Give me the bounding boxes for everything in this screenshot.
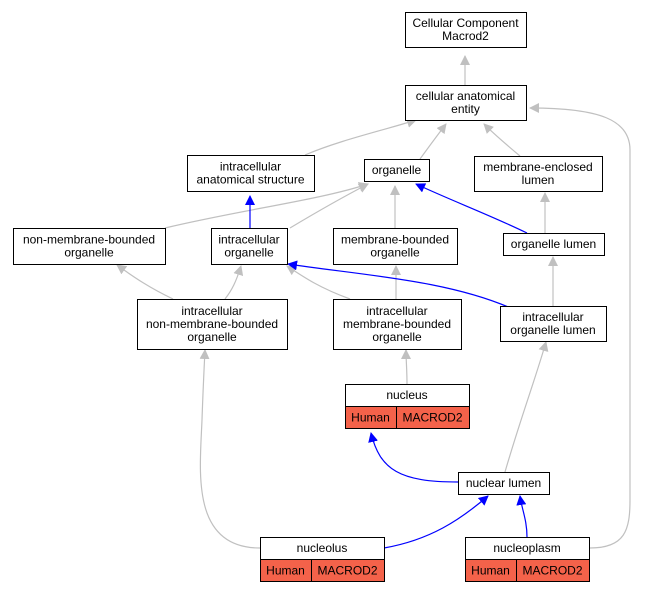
- node-box: [458, 472, 550, 495]
- node-label-line: organelle: [187, 330, 237, 344]
- node-box: [474, 156, 603, 192]
- node-label-line: organelle: [372, 163, 422, 177]
- gene-badge: [311, 559, 385, 582]
- node-label-line: membrane-bounded: [343, 317, 451, 331]
- gene-badge: [396, 406, 470, 429]
- edge-organelle-to-cae: [419, 123, 447, 160]
- edge-inmbo-to-nmbo: [116, 264, 174, 300]
- node-label-line: intracellular: [220, 160, 281, 174]
- node-label-line: membrane-enclosed: [483, 160, 592, 174]
- species-label: Human: [351, 411, 390, 425]
- edge-nucleolus-to-nl: [383, 495, 489, 549]
- node-label-line: organelle: [64, 246, 114, 260]
- edge-nl-to-iol: [504, 341, 549, 473]
- node-box: [137, 299, 288, 350]
- node-label-line: nucleoplasm: [493, 541, 560, 555]
- edge-mel-to-cae: [483, 123, 521, 157]
- edge-nucleus-to-imbo: [401, 349, 412, 385]
- node-label-line: nucleus: [386, 388, 427, 402]
- node-label-line: organelle: [224, 246, 274, 260]
- edge-ol-to-organelle: [415, 183, 528, 234]
- species-label: Human: [471, 564, 510, 578]
- node-label-line: intracellular: [522, 310, 583, 324]
- gene-label: MACROD2: [317, 564, 377, 578]
- species-label: Human: [266, 564, 305, 578]
- node-box: [500, 306, 607, 342]
- node-box: [364, 159, 430, 182]
- node-label-line: Cellular Component: [412, 16, 519, 30]
- node-label-line: lumen: [522, 173, 555, 187]
- edge-layer: [116, 55, 631, 549]
- node-label-line: entity: [451, 102, 480, 116]
- node-label-line: intracellular: [218, 233, 279, 247]
- edge-io-to-organelle: [289, 183, 369, 229]
- node-label-line: anatomical structure: [196, 173, 304, 187]
- edge-iol-to-io: [287, 260, 516, 311]
- node-box: [405, 85, 527, 121]
- node-box: [187, 155, 315, 192]
- node-label-line: organelle: [370, 246, 420, 260]
- node-box: [13, 228, 166, 265]
- edge-ias-to-cae: [304, 118, 417, 156]
- node-ol[interactable]: organelle lumen: [503, 233, 605, 256]
- node-label-line: cellular anatomical: [416, 89, 515, 103]
- node-box: [333, 299, 462, 350]
- node-organelle[interactable]: organelle: [364, 159, 430, 182]
- edge-nucleoplasm-to-nl: [516, 495, 528, 538]
- node-box: [503, 233, 605, 256]
- node-label-line: intracellular: [181, 304, 242, 318]
- edge-nmbo-to-organelle: [164, 182, 369, 229]
- node-label-line: organelle lumen: [511, 237, 596, 251]
- gene-label: MACROD2: [402, 411, 462, 425]
- node-label-line: nuclear lumen: [466, 476, 541, 490]
- node-label-line: non-membrane-bounded: [146, 317, 278, 331]
- node-label-line: Macrod2: [442, 29, 489, 43]
- edge-nl-to-nucleus: [368, 432, 459, 483]
- node-label-line: organelle lumen: [510, 323, 595, 337]
- node-inmbo[interactable]: intracellularnon-membrane-boundedorganel…: [137, 299, 288, 350]
- gene-badge: [516, 559, 590, 582]
- edge-inmbo-to-io: [224, 265, 244, 300]
- edge-nucleoplasm-to-cae: [529, 103, 631, 549]
- node-box: [333, 228, 458, 265]
- node-label-line: non-membrane-bounded: [23, 233, 155, 247]
- node-box: [405, 12, 527, 48]
- node-nl[interactable]: nuclear lumen: [458, 472, 550, 495]
- gene-label: MACROD2: [522, 564, 582, 578]
- node-label-line: nucleolus: [297, 541, 348, 555]
- node-label-line: intracellular: [366, 304, 427, 318]
- node-label-line: organelle: [372, 330, 422, 344]
- node-box: [211, 228, 288, 265]
- node-label-line: membrane-bounded: [341, 233, 449, 247]
- edge-nucleolus-to-inmbo: [199, 349, 261, 549]
